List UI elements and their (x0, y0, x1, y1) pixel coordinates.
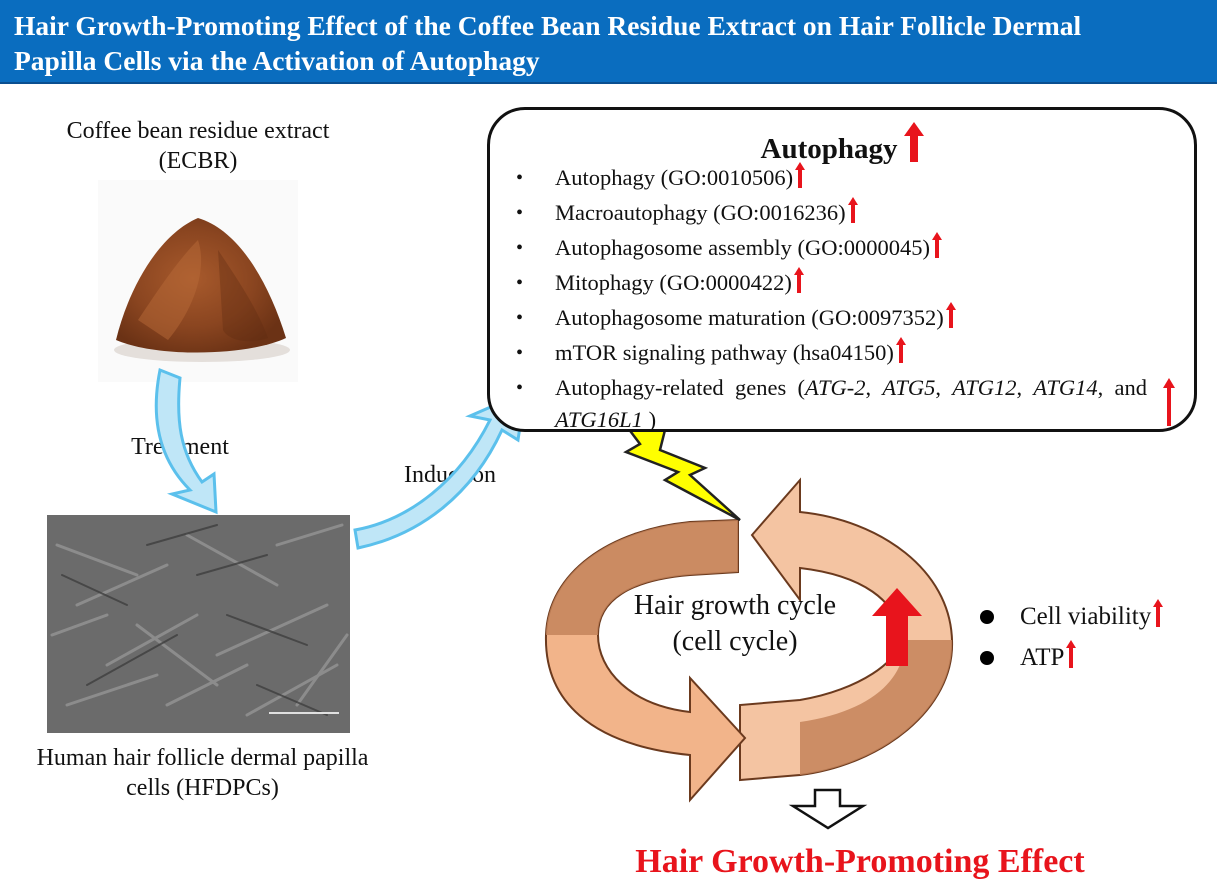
cycle-line-2: (cell cycle) (672, 626, 798, 657)
gene-atg14: ATG14 (1033, 375, 1098, 400)
treatment-arrow (154, 367, 218, 515)
coffee-powder-image (98, 180, 298, 382)
genes-up-arrow-icon (1163, 378, 1175, 435)
results-list: Cell viability ATP (980, 598, 1164, 680)
extract-label: Coffee bean residue extract (ECBR) (30, 116, 366, 176)
title-line-2: Papilla Cells via the Activation of Auto… (14, 45, 540, 76)
autophagy-item-text: Autophagosome maturation (GO:0097352) (555, 305, 944, 330)
autophagy-item-text: Autophagy (GO:0010506) (555, 165, 794, 190)
result-item: ATP (980, 639, 1163, 680)
cells-label: Human hair follicle dermal papilla cells… (10, 743, 395, 803)
up-arrow-icon (847, 197, 858, 232)
extract-abbr: (ECBR) (158, 148, 238, 174)
genes-prefix: Autophagy-related genes ( (555, 375, 806, 400)
result-text: ATP (1020, 644, 1065, 671)
genes-sep: , (1016, 375, 1034, 400)
cells-abbr: cells (HFDPCs) (126, 775, 279, 801)
autophagy-box: Autophagy Autophagy (GO:0010506) Macroau… (487, 107, 1197, 432)
hair-growth-cycle-label: Hair growth cycle (cell cycle) (600, 588, 870, 660)
autophagy-item: Autophagosome maturation (GO:0097352) (510, 302, 1175, 337)
autophagy-item-text: Autophagosome assembly (GO:0000045) (555, 235, 930, 260)
gene-atg16l1: ATG16L1 (555, 407, 643, 432)
genes-suffix: ) (642, 407, 657, 432)
genes-sep: , and (1097, 375, 1148, 400)
autophagy-item: Autophagy (GO:0010506) (510, 162, 1175, 197)
cell-micrograph (47, 515, 350, 733)
extract-name: Coffee bean residue extract (66, 118, 330, 144)
up-arrow-icon (945, 302, 956, 337)
autophagy-item: Macroautophagy (GO:0016236) (510, 197, 1175, 232)
autophagy-item-text: mTOR signaling pathway (hsa04150) (555, 340, 894, 365)
title-banner: Hair Growth-Promoting Effect of the Coff… (0, 0, 1217, 84)
bullet-icon (980, 651, 994, 665)
autophagy-item: Autophagosome assembly (GO:0000045) (510, 232, 1175, 267)
up-arrow-icon (1153, 599, 1164, 639)
up-arrow-icon (1066, 640, 1077, 680)
coffee-powder-icon (114, 218, 290, 362)
effect-down-arrow-icon (788, 788, 868, 830)
up-arrow-icon (895, 337, 906, 372)
autophagy-item: mTOR signaling pathway (hsa04150) (510, 337, 1175, 372)
autophagy-up-arrow-icon (903, 122, 924, 170)
autophagy-item: Mitophagy (GO:0000422) (510, 267, 1175, 302)
genes-sep: , (865, 375, 883, 400)
up-arrow-icon (793, 267, 804, 302)
gene-atg5: ATG5 (882, 375, 936, 400)
cycle-up-arrow-icon (872, 588, 922, 666)
genes-sep: , (935, 375, 953, 400)
autophagy-genes-item: Autophagy-related genes (ATG-2, ATG5, AT… (510, 372, 1175, 436)
autophagy-title-text: Autophagy (760, 133, 898, 165)
gene-atg2: ATG-2 (805, 375, 866, 400)
gene-atg12: ATG12 (952, 375, 1017, 400)
up-arrow-icon (795, 162, 806, 197)
bullet-icon (980, 610, 994, 624)
result-item: Cell viability (980, 598, 1164, 639)
autophagy-item-text: Macroautophagy (GO:0016236) (555, 200, 846, 225)
autophagy-list: Autophagy (GO:0010506) Macroautophagy (G… (510, 162, 1175, 436)
cell-micrograph-icon (47, 515, 350, 733)
effect-label: Hair Growth-Promoting Effect (635, 843, 1085, 880)
autophagy-title: Autophagy (490, 122, 1194, 170)
cells-name: Human hair follicle dermal papilla (36, 745, 369, 771)
lightning-icon (623, 416, 741, 522)
cycle-line-1: Hair growth cycle (633, 590, 837, 621)
autophagy-item-text: Mitophagy (GO:0000422) (555, 270, 792, 295)
result-text: Cell viability (1020, 603, 1152, 630)
up-arrow-icon (931, 232, 942, 267)
title-line-1: Hair Growth-Promoting Effect of the Coff… (14, 10, 1082, 41)
